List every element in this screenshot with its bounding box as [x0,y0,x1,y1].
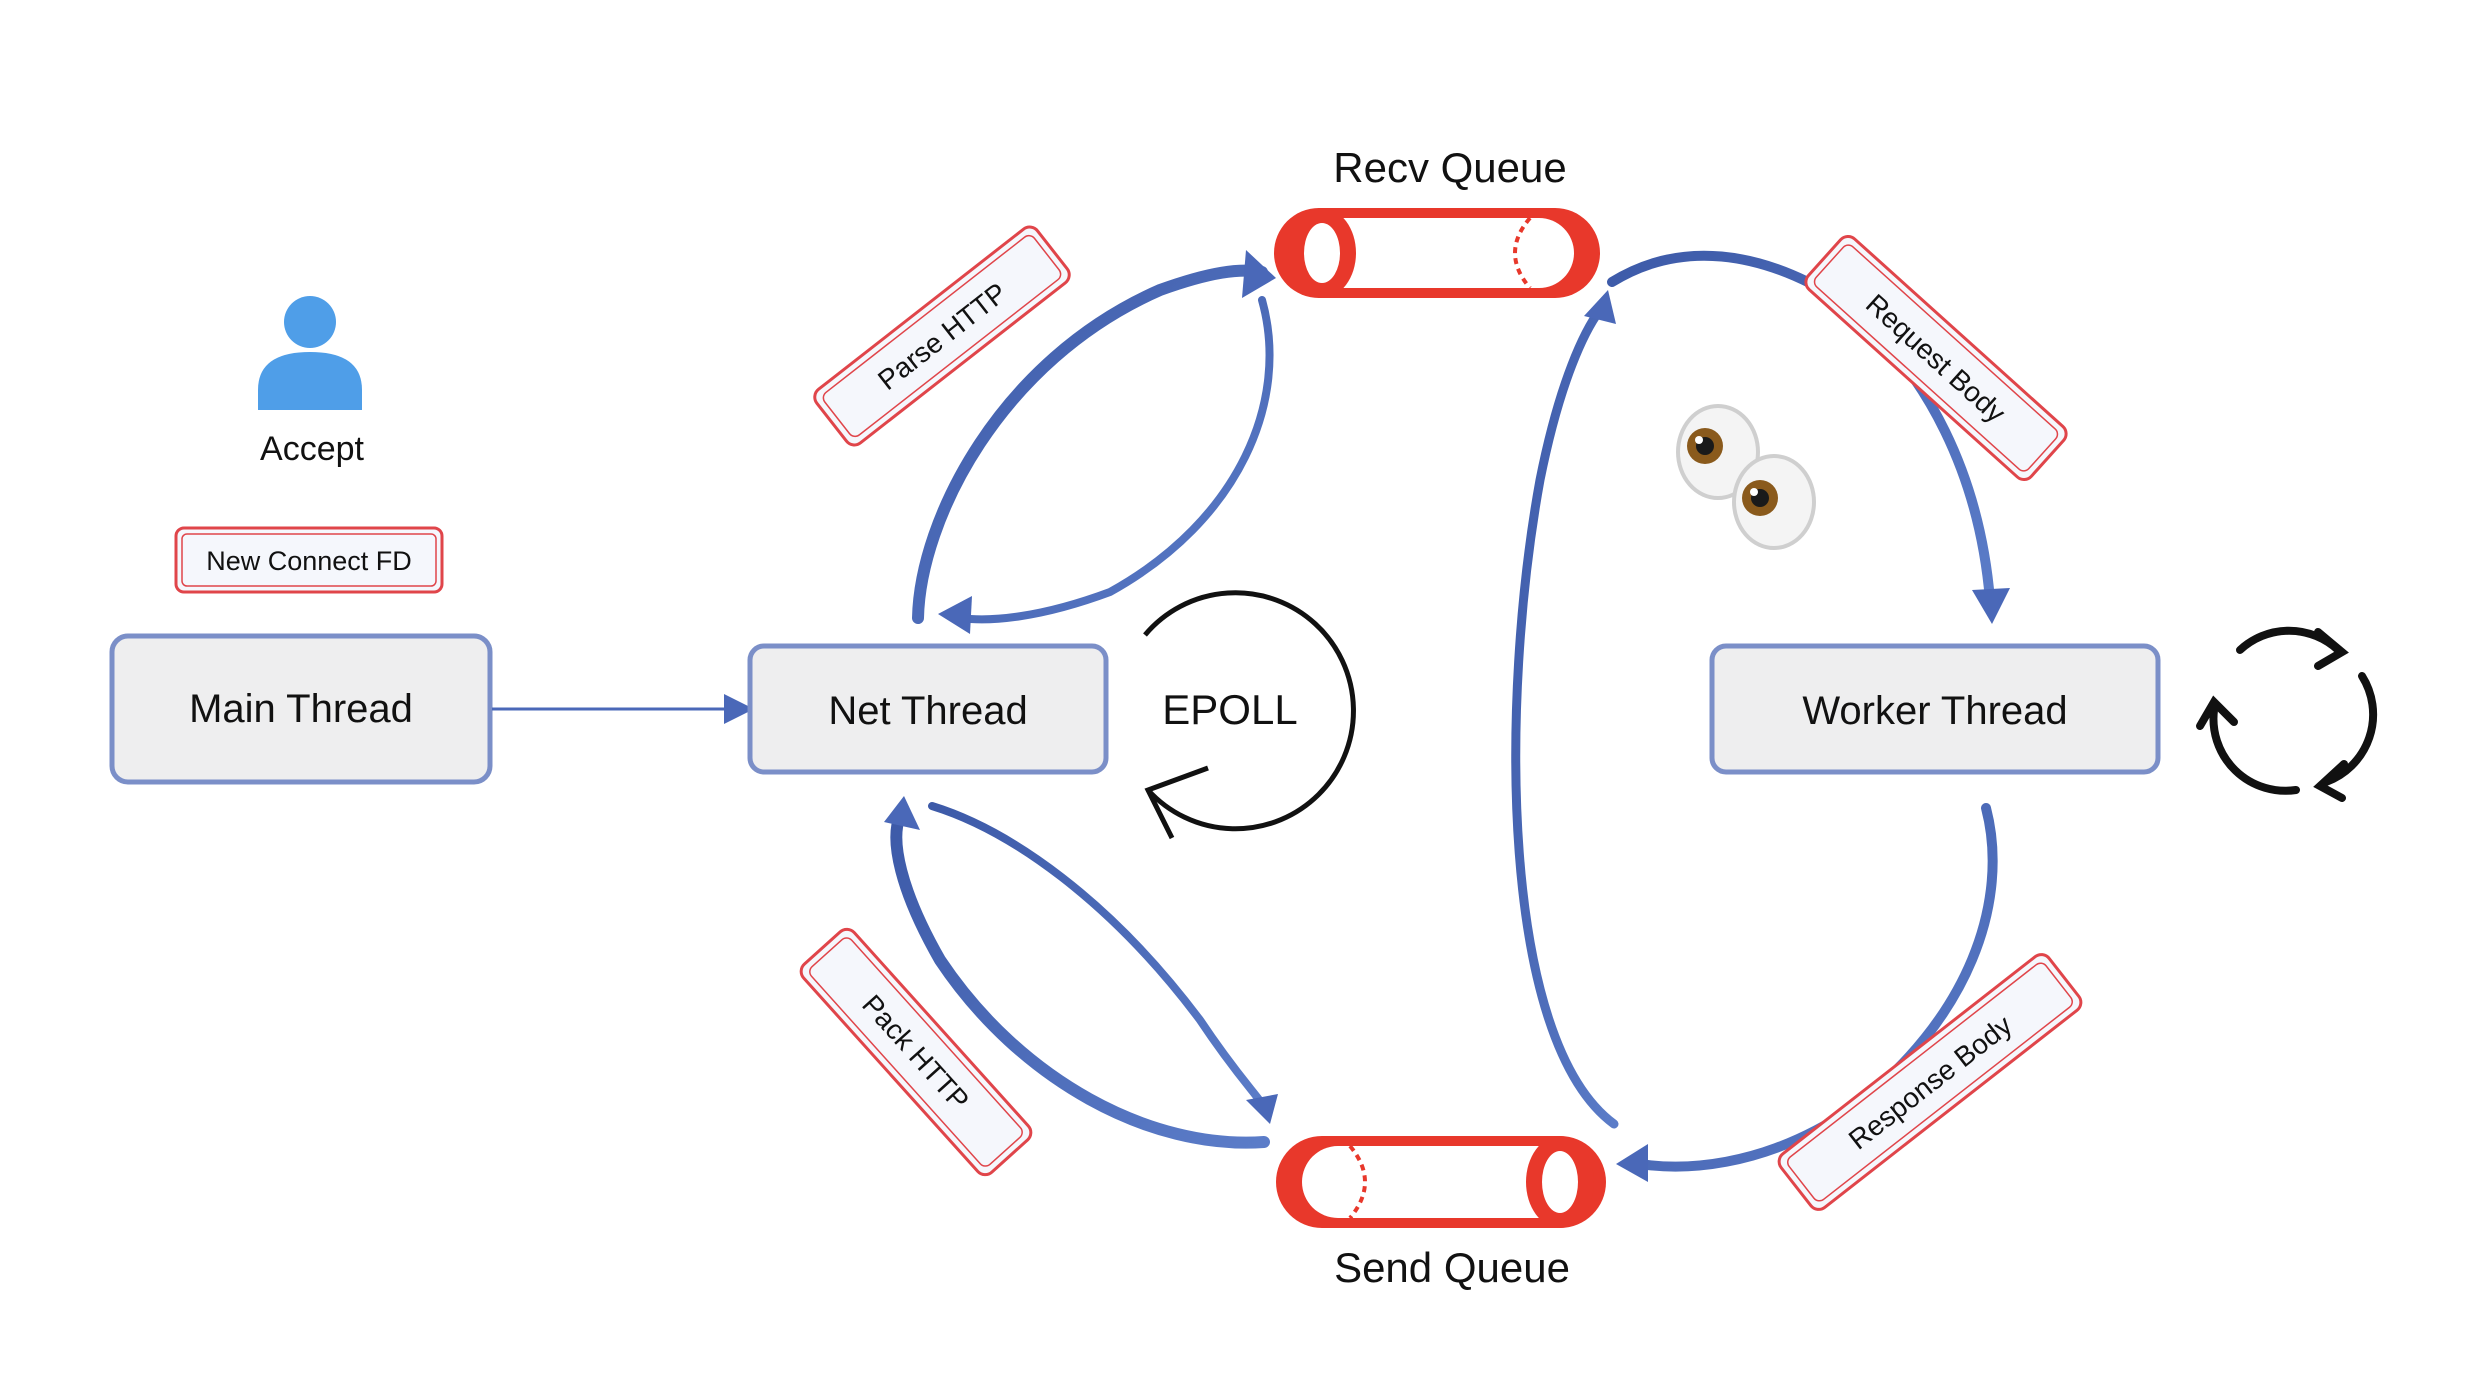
parse-http-tag: Parse HTTP [813,225,1071,447]
response-body-tag: Response Body [1777,953,2083,1211]
loop-arrow-icon [1143,590,1356,840]
send-queue-cylinder [1276,1136,1606,1228]
worker-thread-label: Worker Thread [1802,689,2067,733]
recv-to-net-arrow [938,296,1274,634]
refresh-cycle-icon [2196,626,2378,802]
recv-queue-cylinder [1274,208,1600,298]
recv-to-worker-arrow [1607,250,2010,624]
net-thread-label: Net Thread [828,689,1027,733]
pack-http-tag: Pack HTTP [799,927,1033,1177]
new-connect-fd-tag: New Connect FD [174,526,444,594]
worker-to-send-arrow [1616,803,1998,1182]
worker-thread-node: Worker Thread [1709,643,2161,775]
net-to-send-arrow [928,802,1278,1124]
net-to-recv-arrow [912,250,1276,624]
epoll-label: EPOLL [1162,686,1297,733]
main-thread-label: Main Thread [189,687,413,731]
new-connect-fd-label: New Connect FD [206,546,412,576]
accept-label: Accept [260,430,364,468]
main-thread-node: Main Thread [109,633,493,785]
recv-queue-label: Recv Queue [1333,144,1566,191]
net-thread-node: Net Thread [747,643,1109,775]
user-icon [258,296,362,410]
send-to-net-arrow [884,796,1270,1149]
send-queue-label: Send Queue [1334,1244,1570,1291]
request-body-tag: Request Body [1804,234,2068,482]
send-to-recv-arrow [1511,290,1619,1129]
eyes-icon [1676,404,1816,550]
